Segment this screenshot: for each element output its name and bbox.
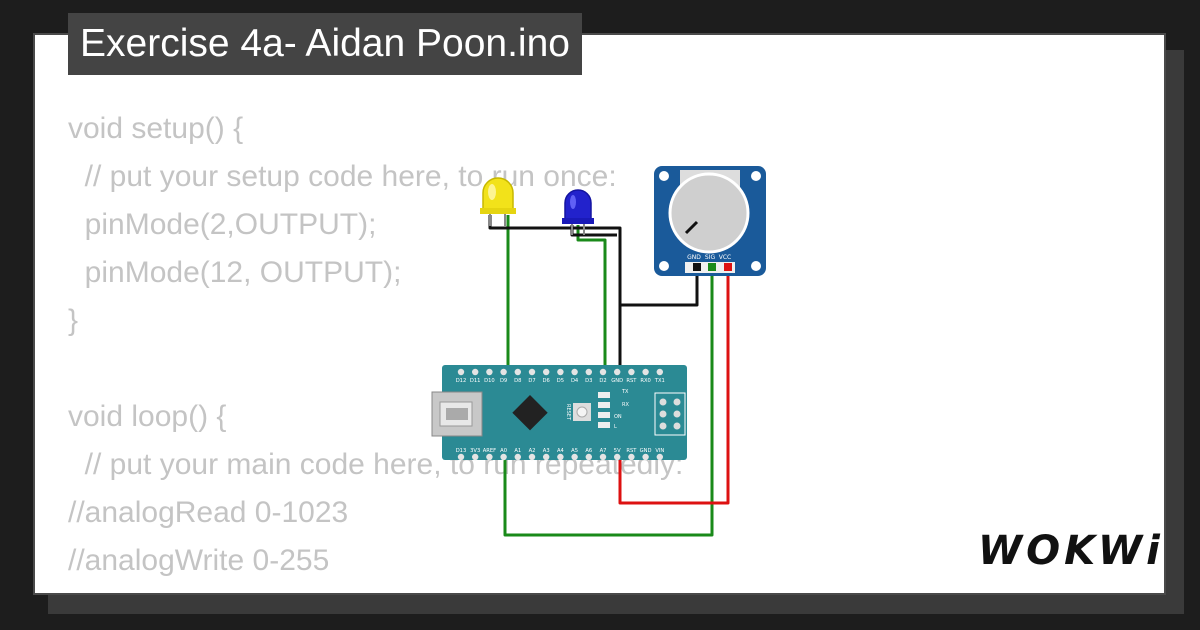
board-pin-label: RST — [626, 378, 637, 384]
board-pin-label: D10 — [484, 378, 495, 384]
icsp-header — [654, 392, 686, 436]
board-pin[interactable] — [557, 368, 564, 376]
bottom-pin-row — [457, 453, 663, 461]
board-pin-label: D8 — [514, 378, 521, 384]
board-pin[interactable] — [642, 368, 649, 376]
project-title: Exercise 4a- Aidan Poon.ino — [68, 13, 582, 75]
board-pin[interactable] — [585, 453, 592, 461]
board-pin[interactable] — [571, 453, 578, 461]
board-pin-label: A5 — [571, 448, 578, 454]
yellow-led[interactable] — [480, 177, 516, 226]
board-pin[interactable] — [486, 453, 493, 461]
microcontroller-chip — [512, 395, 548, 431]
board-pin[interactable] — [457, 368, 465, 376]
board-pin-label: A1 — [514, 448, 521, 454]
board-pin[interactable] — [599, 453, 607, 461]
board-pin[interactable] — [585, 368, 592, 376]
board-pin-label: D6 — [543, 378, 550, 384]
board-pin-label: 5V — [614, 448, 621, 454]
wire-blue-led-anode — [576, 225, 607, 372]
code-line: } — [68, 304, 79, 337]
board-pin[interactable] — [528, 368, 536, 376]
board-pin[interactable] — [557, 453, 564, 461]
board-pin[interactable] — [571, 368, 578, 376]
board-pin-label: D3 — [585, 378, 592, 384]
board-pin[interactable] — [656, 368, 663, 376]
board-pin-label: A6 — [585, 448, 592, 454]
board-label-reset: RESET — [565, 404, 571, 421]
code-line: pinMode(2,OUTPUT); — [68, 208, 377, 241]
code-line: // put your setup code here, to run once… — [68, 160, 617, 193]
wire-pot-vcc — [618, 263, 730, 505]
board-pin-label: D5 — [557, 378, 564, 384]
board-pin-label: D13 — [456, 448, 467, 454]
pot-pin-label: GND — [687, 254, 701, 261]
board-pin-label: GND — [611, 378, 623, 384]
board-pin-label: D9 — [500, 378, 507, 384]
board-pin[interactable] — [599, 368, 607, 376]
board-pin[interactable] — [514, 368, 521, 376]
board-pin-label: A7 — [600, 448, 607, 454]
board-pin[interactable] — [528, 453, 536, 461]
board-label-tx: TX — [621, 389, 629, 395]
board-pin-label: 3V3 — [470, 448, 480, 454]
board-pin-label: D7 — [528, 378, 535, 384]
board-pin[interactable] — [543, 453, 550, 461]
board-pin[interactable] — [500, 368, 507, 376]
wire-pot-gnd — [620, 263, 699, 307]
code-line: //analogRead 0-1023 — [68, 496, 349, 529]
board-pin-label: D11 — [470, 378, 481, 384]
board-pin[interactable] — [472, 368, 479, 376]
board-label-rx: RX — [622, 402, 629, 408]
board-pin[interactable] — [656, 453, 663, 461]
board-pin-label: A4 — [557, 448, 565, 454]
board-label-l: L — [614, 424, 617, 430]
code-block: void setup() { // put your setup code he… — [68, 105, 683, 593]
code-line: analogWrite(2, analogRead(A0)/4); — [68, 585, 683, 593]
board-pin-label: D2 — [599, 378, 606, 384]
pot-pin-label: VCC — [719, 254, 731, 261]
board-pin-label: VIN — [655, 448, 664, 454]
board-pin-label: GND — [640, 448, 652, 454]
board-pin[interactable] — [486, 368, 493, 376]
board-label-on: ON — [614, 414, 622, 420]
top-pin-row — [457, 368, 663, 376]
potentiometer[interactable]: GND SIG VCC — [654, 166, 766, 276]
board-pin[interactable] — [628, 453, 635, 461]
board-pin[interactable] — [514, 453, 521, 461]
board-pin[interactable] — [457, 453, 465, 461]
board-pin-label: D12 — [456, 378, 467, 384]
board-pin-label: TX1 — [654, 378, 665, 384]
code-line: void loop() { — [68, 400, 227, 433]
board-pin[interactable] — [614, 368, 621, 376]
board-pin[interactable] — [628, 368, 635, 376]
usb-port — [431, 391, 483, 437]
board-pin-label: A3 — [543, 448, 550, 454]
board-pin-label: D4 — [571, 378, 579, 384]
code-line: void setup() { — [68, 112, 244, 145]
board-pin-label: RST — [626, 448, 637, 454]
board-pin[interactable] — [614, 453, 621, 461]
code-line: //analogWrite 0-255 — [68, 544, 330, 577]
board-pin-label: A0 — [500, 448, 507, 454]
board-pin-label: A2 — [529, 448, 536, 454]
reset-button[interactable] — [573, 403, 591, 421]
board-pin[interactable] — [472, 453, 479, 461]
blue-led[interactable] — [562, 189, 594, 235]
pot-knob[interactable] — [668, 172, 750, 254]
board-pin-label: RX0 — [640, 378, 650, 384]
preview-card: void setup() { // put your setup code he… — [33, 33, 1166, 595]
board-pin[interactable] — [500, 453, 507, 461]
board-pin[interactable] — [543, 368, 550, 376]
wire-pot-sig — [503, 263, 714, 537]
pot-pin-label: SIG — [705, 254, 716, 261]
board-pin[interactable] — [642, 453, 649, 461]
board-pin-label: AREF — [483, 448, 496, 454]
wokwi-logo: WOKWi — [978, 528, 1164, 574]
code-line: pinMode(12, OUTPUT); — [68, 256, 402, 289]
